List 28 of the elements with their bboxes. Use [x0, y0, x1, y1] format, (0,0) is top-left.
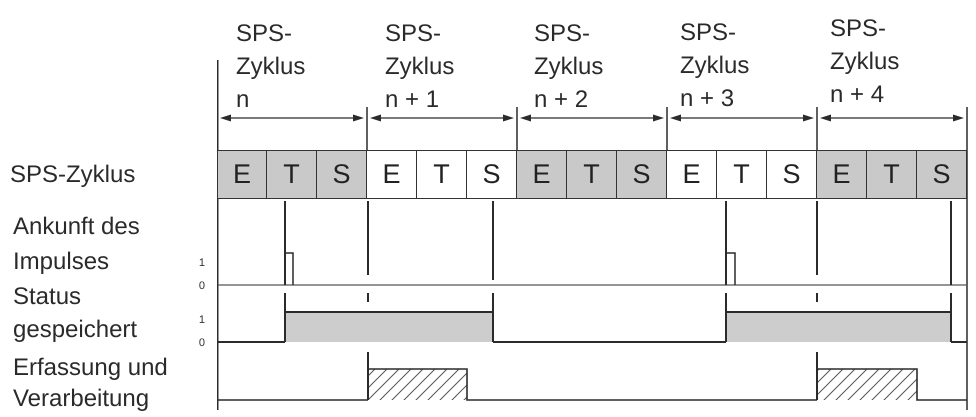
row-label: Status gespeichert — [13, 282, 138, 345]
phase-box: E — [367, 150, 417, 199]
phase-box: T — [717, 150, 767, 199]
cycle-label: SPS-Zyklus n + 1 — [385, 19, 456, 115]
phase-box: E — [817, 150, 867, 199]
phase-box: E — [667, 150, 717, 199]
row-label: Ankunft des Impulses — [13, 212, 141, 277]
phase-box: S — [467, 150, 517, 199]
phase-box: E — [217, 150, 267, 199]
phase-box: T — [267, 150, 317, 199]
phase-box: S — [917, 150, 967, 199]
level-label: 1 — [198, 313, 205, 327]
cycle-label: SPS-Zyklus n + 3 — [680, 18, 750, 114]
level-label: 0 — [198, 336, 205, 350]
phase-box: T — [867, 150, 917, 199]
row-label: Erfassung und Verarbeitung — [13, 353, 169, 414]
phase-box: S — [767, 150, 817, 199]
phase-box: T — [417, 150, 467, 199]
level-label: 0 — [198, 279, 205, 293]
level-label: 1 — [198, 256, 205, 270]
phase-box: T — [567, 150, 617, 199]
cycle-label: SPS-Zyklus n + 2 — [534, 19, 604, 115]
row-label: SPS-Zyklus — [10, 160, 136, 190]
phase-box: S — [617, 150, 667, 199]
cycle-label: SPS-Zyklus n — [236, 19, 306, 115]
phase-box: E — [517, 150, 567, 199]
cycle-label: SPS-Zyklus n + 4 — [830, 14, 900, 110]
phase-box: S — [317, 150, 367, 199]
